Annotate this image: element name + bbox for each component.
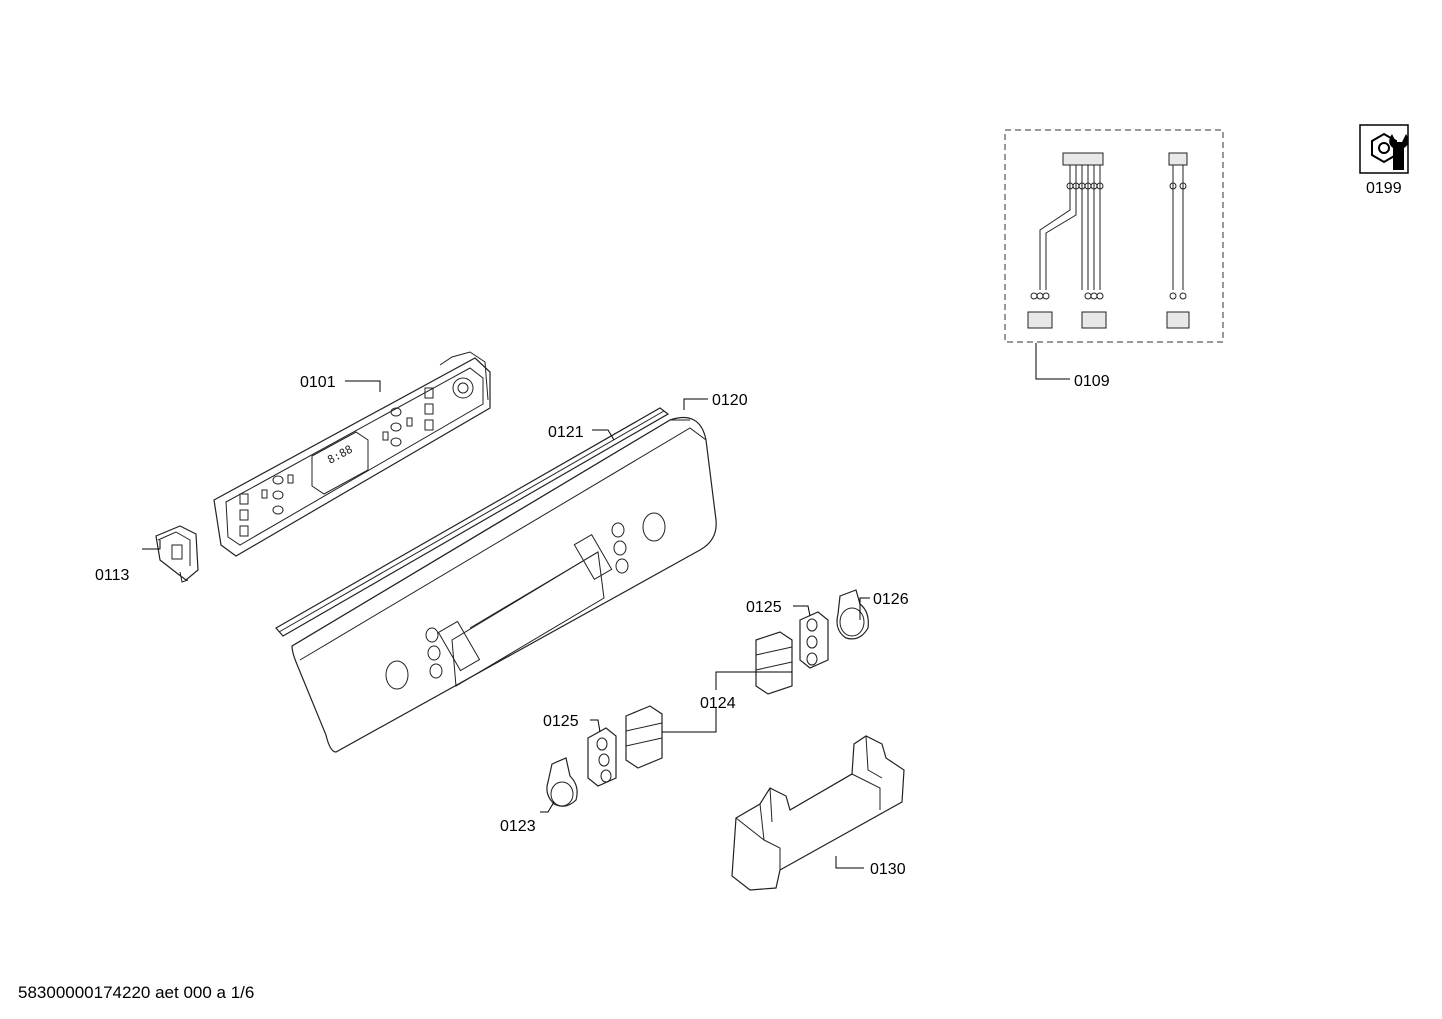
- label-0121: 0121: [548, 424, 584, 441]
- part-0126-knob: [836, 589, 869, 640]
- part-labels: 0101 0113 0121 0120 0109 0199 0125 0126 …: [95, 180, 1402, 878]
- label-0126: 0126: [873, 591, 909, 608]
- part-0123-knob: [546, 757, 578, 807]
- part-0125-button-set-lower: [587, 727, 617, 787]
- label-0101: 0101: [300, 374, 336, 391]
- label-0123: 0123: [500, 818, 536, 835]
- document-code: 58300000174220 aet 000 a 1/6: [18, 983, 254, 1002]
- part-0109-wiring-harness: [1004, 129, 1224, 343]
- part-0120-control-fascia: [291, 416, 717, 753]
- label-0124: 0124: [700, 695, 736, 712]
- part-0121-trim-strip: [275, 407, 670, 637]
- part-0130-housing: [731, 735, 905, 891]
- label-0113: 0113: [95, 567, 130, 584]
- part-0113-clip: [155, 525, 199, 583]
- part-0101-electronic-module: 8:88: [213, 351, 491, 557]
- part-0124-button-block-right: [755, 631, 793, 695]
- wrench-nut-icon: [1359, 124, 1409, 174]
- label-0125-upper: 0125: [746, 599, 782, 616]
- label-0199: 0199: [1366, 180, 1402, 197]
- leader-lines: [142, 343, 1070, 869]
- label-0120: 0120: [712, 392, 748, 409]
- label-0125-lower: 0125: [543, 713, 579, 730]
- part-0125-button-set-upper: [799, 611, 829, 669]
- label-0109: 0109: [1074, 373, 1110, 390]
- label-0130: 0130: [870, 861, 906, 878]
- part-0124-button-block-left: [625, 705, 663, 769]
